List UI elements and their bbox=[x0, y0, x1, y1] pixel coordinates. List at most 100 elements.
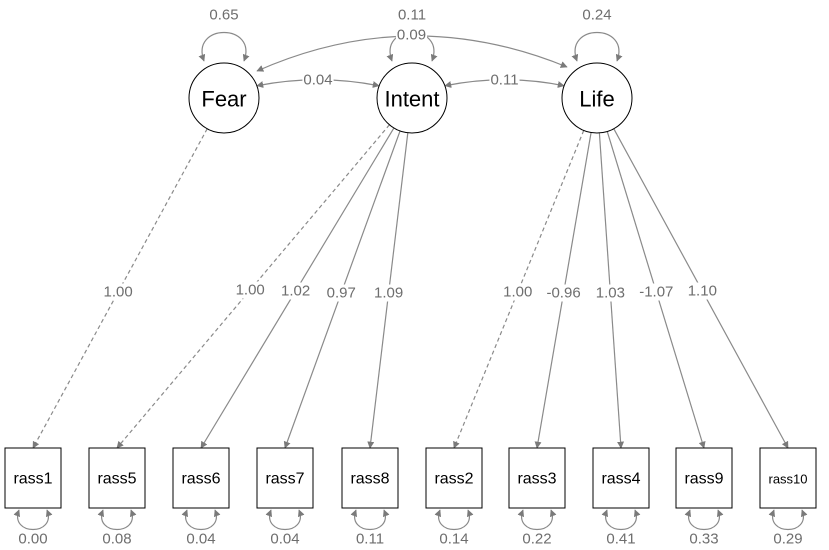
residual-label-rass4: 0.41 bbox=[606, 531, 635, 548]
observed-box-rass9 bbox=[675, 447, 733, 509]
observed-node-rass9: rass9 bbox=[675, 447, 733, 509]
loading-label-intent-rass6: 1.02 bbox=[281, 283, 310, 300]
covariance-label-intent-life-group: 0.11 bbox=[489, 71, 520, 89]
loading-label-intent-rass5-background bbox=[234, 281, 266, 299]
latent-label-intent: Intent bbox=[384, 87, 439, 112]
observed-node-rass6: rass6 bbox=[172, 447, 230, 509]
loading-label-intent-rass5: 1.00 bbox=[236, 282, 265, 299]
residual-label-rass5: 0.08 bbox=[102, 531, 131, 548]
edge-labels-layer: 0.65 0.11 0.24 0.04 0.11 0.09 1.00 1.00 1.02 0.97… bbox=[18, 6, 803, 548]
observed-label-rass2: rass2 bbox=[434, 471, 473, 488]
residual-loop-rass2 bbox=[434, 509, 474, 530]
loading-label-intent-rass7-group: 0.97 bbox=[325, 284, 357, 302]
residual-label-rass6: 0.04 bbox=[186, 531, 215, 548]
loading-fear-rass1 bbox=[32, 128, 208, 449]
observed-node-rass2: rass2 bbox=[425, 447, 483, 509]
observed-label-rass3: rass3 bbox=[517, 471, 556, 488]
loading-label-life-rass10-group: 1.10 bbox=[686, 282, 718, 300]
covariance-label-intent-life-background bbox=[489, 71, 520, 89]
residual-label-rass2-group: 0.14 bbox=[439, 531, 468, 548]
loading-label-intent-rass5-group: 1.00 bbox=[234, 281, 266, 299]
residual-loop-rass3 bbox=[517, 509, 557, 530]
variance-label-fear-group: 0.65 bbox=[208, 6, 240, 24]
observed-box-rass7 bbox=[256, 447, 314, 509]
covariance-label-fear-intent: 0.04 bbox=[303, 71, 332, 88]
covariance-label-fear-intent-background bbox=[302, 71, 334, 89]
residual-loop-rass1 bbox=[13, 509, 53, 530]
residual-label-rass4-group: 0.41 bbox=[606, 531, 635, 548]
latent-label-life: Life bbox=[579, 87, 614, 112]
loading-label-life-rass9-background bbox=[638, 283, 675, 301]
loading-label-life-rass3-group: -0.96 bbox=[545, 284, 582, 302]
loading-label-intent-rass6-background bbox=[280, 282, 312, 300]
variance-label-intent: 0.11 bbox=[398, 7, 426, 24]
observed-box-rass1 bbox=[4, 447, 62, 509]
latent-label-fear: Fear bbox=[201, 87, 246, 112]
loading-label-fear-rass1: 1.00 bbox=[104, 284, 133, 301]
loading-label-life-rass9-group: -1.07 bbox=[638, 283, 675, 301]
observed-label-rass1: rass1 bbox=[13, 471, 52, 488]
observed-node-rass1: rass1 bbox=[4, 447, 62, 509]
observed-box-rass10 bbox=[759, 447, 817, 509]
observed-box-rass6 bbox=[172, 447, 230, 509]
residual-label-rass10-group: 0.29 bbox=[773, 531, 802, 548]
observed-node-rass8: rass8 bbox=[341, 447, 399, 509]
observed-label-rass4: rass4 bbox=[601, 471, 640, 488]
covariance-label-fear-life-background bbox=[395, 26, 428, 44]
covariance-label-fear-intent-group: 0.04 bbox=[302, 71, 334, 89]
latent-node-intent: Intent bbox=[376, 62, 448, 134]
residual-label-rass9-group: 0.33 bbox=[689, 531, 718, 548]
loading-label-life-rass4: 1.03 bbox=[596, 285, 625, 302]
loading-label-life-rass2: 1.00 bbox=[503, 284, 532, 301]
variance-label-life: 0.24 bbox=[582, 7, 611, 24]
variance-label-life-background bbox=[581, 6, 613, 24]
loading-label-life-rass3: -0.96 bbox=[546, 285, 580, 302]
observed-node-rass3: rass3 bbox=[508, 447, 566, 509]
residual-loop-rass5 bbox=[97, 509, 137, 530]
residual-label-rass3: 0.22 bbox=[522, 531, 551, 548]
residual-label-rass7-group: 0.04 bbox=[270, 531, 299, 548]
residual-label-rass8: 0.11 bbox=[356, 531, 384, 548]
residual-label-rass1-group: 0.00 bbox=[18, 531, 47, 548]
residual-loop-rass6 bbox=[181, 509, 221, 530]
observed-label-rass10: rass10 bbox=[768, 472, 807, 487]
covariance-label-intent-life: 0.11 bbox=[490, 71, 518, 88]
observed-node-rass10: rass10 bbox=[759, 447, 817, 509]
observed-box-rass4 bbox=[592, 447, 650, 509]
latent-circle-fear bbox=[188, 62, 260, 134]
residual-label-rass9: 0.33 bbox=[689, 531, 718, 548]
variance-label-fear: 0.65 bbox=[209, 7, 238, 24]
latent-circle-life bbox=[561, 62, 633, 134]
loading-label-intent-rass7: 0.97 bbox=[327, 285, 356, 302]
loading-label-intent-rass8-group: 1.09 bbox=[372, 284, 405, 302]
loading-label-life-rass3-background bbox=[545, 284, 582, 302]
latent-node-fear: Fear bbox=[188, 62, 260, 134]
residual-loop-rass7 bbox=[265, 509, 305, 530]
variance-label-intent-background bbox=[396, 6, 428, 24]
variance-loop-life bbox=[571, 32, 623, 62]
residual-label-rass2: 0.14 bbox=[439, 531, 468, 548]
loading-label-life-rass10-background bbox=[686, 282, 718, 300]
observed-label-rass9: rass9 bbox=[684, 471, 723, 488]
residual-label-rass8-group: 0.11 bbox=[356, 531, 384, 548]
loading-label-life-rass4-group: 1.03 bbox=[594, 284, 626, 302]
residual-label-rass3-group: 0.22 bbox=[522, 531, 551, 548]
residual-label-rass6-group: 0.04 bbox=[186, 531, 215, 548]
observed-node-rass4: rass4 bbox=[592, 447, 650, 509]
variance-loop-fear bbox=[198, 32, 250, 62]
residual-loop-rass10 bbox=[768, 509, 808, 530]
loading-label-life-rass2-background bbox=[502, 283, 534, 301]
covariance-label-fear-life-group: 0.09 bbox=[395, 26, 428, 44]
loading-label-intent-rass8: 1.09 bbox=[374, 285, 403, 302]
loading-label-life-rass9: -1.07 bbox=[639, 284, 673, 301]
observed-box-rass2 bbox=[425, 447, 483, 509]
loading-label-intent-rass8-background bbox=[372, 284, 405, 302]
residual-loop-rass4 bbox=[601, 509, 641, 530]
residual-loop-rass8 bbox=[350, 509, 390, 530]
loading-label-intent-rass7-background bbox=[325, 284, 357, 302]
loading-label-intent-rass6-group: 1.02 bbox=[280, 282, 312, 300]
loading-label-life-rass2-group: 1.00 bbox=[502, 283, 534, 301]
loading-label-fear-rass1-background bbox=[102, 283, 134, 301]
